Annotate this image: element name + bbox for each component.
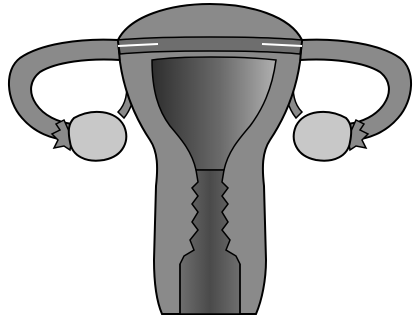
left-ovary	[69, 112, 126, 161]
right-ovary	[294, 112, 351, 161]
